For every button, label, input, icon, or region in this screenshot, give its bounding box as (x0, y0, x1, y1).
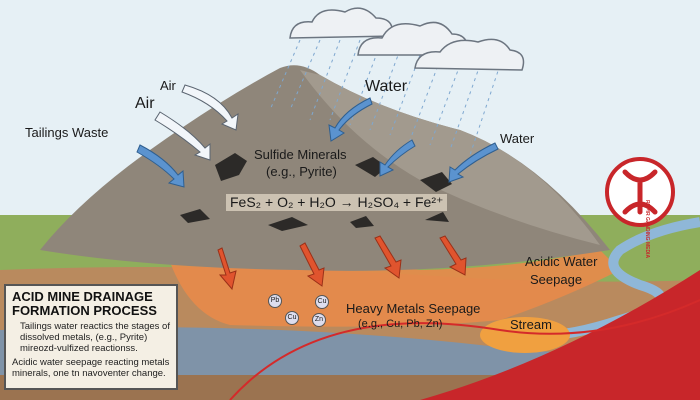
metal-bubble-pb: Pb (268, 294, 282, 308)
label-acidic-water-2: Seepage (530, 272, 583, 287)
info-title-line1: ACID MINE DRAINAGE (12, 289, 153, 304)
decorative-red-swoosh (420, 270, 700, 400)
info-paragraph-1: Tailings water reactics the stages of di… (20, 321, 170, 354)
label-stream: Stream (510, 317, 552, 332)
metal-bubble-cu: Cu (315, 295, 329, 309)
stream (519, 217, 700, 341)
label-heavy-metals-example: (e.g., Cu, Pb, Zn) (358, 318, 443, 330)
label-sulfide-example: (e.g., Pyrite) (266, 164, 337, 179)
tailings-mountain (40, 65, 610, 271)
clouds (289, 7, 525, 71)
metal-bubble-zn: Zn (312, 313, 326, 327)
chemical-equation: FeS₂ + O₂ + H₂O → H₂SO₄ + Fe²⁺ (226, 194, 448, 211)
acid-seepage-arrows (217, 235, 467, 291)
metal-bubble-cu-2: Cu (285, 311, 299, 325)
mountain-shade (300, 70, 600, 245)
pyrite-fragments (180, 153, 452, 231)
info-box: ACID MINE DRAINAGE FORMATION PROCESS Tai… (4, 284, 178, 390)
label-water-2: Water (500, 131, 535, 146)
label-water-1: Water (365, 78, 408, 95)
info-paragraph-2: Acidic water seepage reacting metals min… (12, 357, 170, 379)
air-arrows (154, 84, 239, 161)
label-air-1: Air (160, 78, 176, 93)
label-tailings-waste: Tailings Waste (25, 125, 109, 140)
stream-pool (480, 317, 570, 353)
label-heavy-metals: Heavy Metals Seepage (346, 301, 481, 316)
label-sulfide-minerals: Sulfide Minerals (254, 147, 347, 162)
label-air-2: Air (135, 95, 155, 112)
water-arrows (136, 97, 499, 188)
logo (605, 157, 675, 227)
label-acidic-water-1: Acidic Water (525, 254, 598, 269)
decorative-red-line (229, 299, 700, 400)
info-title-line2: FORMATION PROCESS (12, 303, 157, 318)
logo-side-text: RUPIR GANDING MEDIA (644, 200, 650, 259)
